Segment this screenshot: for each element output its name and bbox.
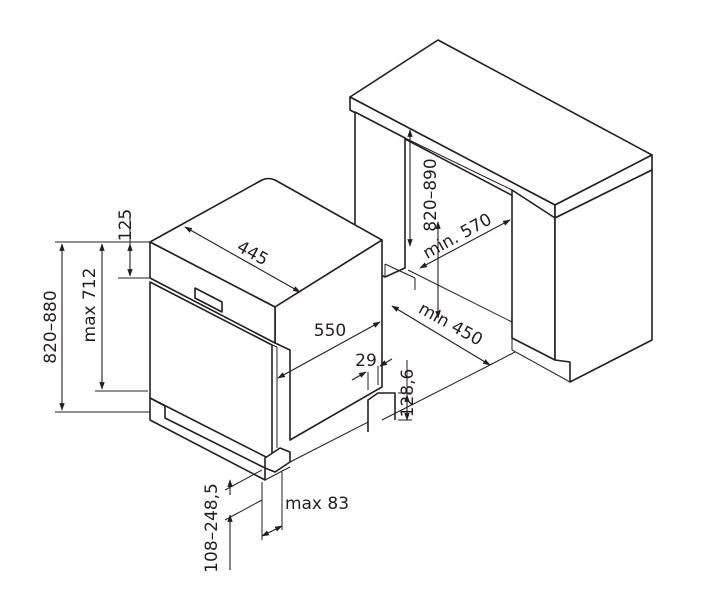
connection-width-label: 29 [355,351,377,371]
niche-width-dimension [391,305,491,366]
appliance-height-label: max 712 [80,268,100,343]
door-protrusion-label: max 83 [285,494,349,514]
right-cabinet-front [511,189,556,361]
depth-label: 550 [314,321,346,341]
dimension-lines [55,129,516,570]
depth-dimension [277,321,381,379]
niche-height-cabinet-label: 820–890 [421,158,441,231]
connection-height-label: 128,6 [398,369,418,418]
kitchen-cabinet [349,39,653,383]
niche-width-label: min 450 [415,299,486,350]
niche-height-total-label: 820–880 [41,290,61,363]
connection-width-dimension [351,371,367,381]
panel-height-label: 125 [116,209,136,241]
width-dimension [184,226,301,293]
connection-cutout [367,392,396,432]
plinth-height-label: 108–248,5 [202,483,222,573]
display-window [194,287,223,313]
door-protrusion-dimension [261,525,283,537]
